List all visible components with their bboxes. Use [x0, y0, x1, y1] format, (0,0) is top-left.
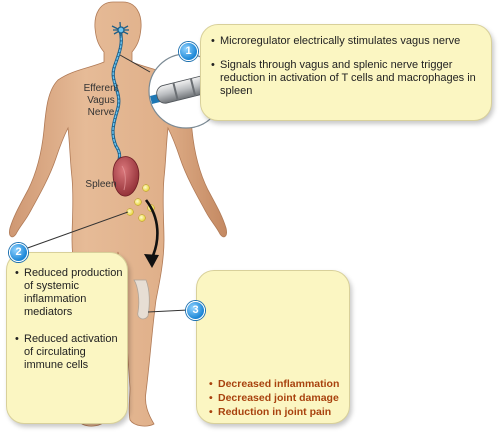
leader-lines [21, 54, 189, 313]
callout-step-3: Decreased inflammation Decreased joint d… [196, 270, 350, 424]
callout-list: Reduced production of systemic inflammat… [15, 267, 123, 386]
efferent-vagus-nerve [111, 21, 129, 162]
callout-bullet: Reduced production of systemic inflammat… [15, 267, 123, 319]
callout-bullet: Decreased inflammation [209, 377, 345, 391]
arrow-icon [144, 199, 159, 268]
knee-icon [133, 279, 150, 320]
callout-bullet: Reduced activation of circulating immune… [15, 333, 123, 372]
step-badge-2: 2 [9, 243, 28, 262]
brainstem-nerve-tangle-icon [111, 21, 129, 37]
callout-bullet: Decreased joint damage [209, 391, 345, 405]
callout-bullet: Microregulator electrically stimulates v… [211, 35, 483, 48]
spleen-label: Spleen [85, 179, 117, 190]
callout-step-1: Microregulator electrically stimulates v… [200, 24, 492, 121]
callout-list: Microregulator electrically stimulates v… [211, 35, 483, 109]
step-badge-1: 1 [179, 42, 198, 61]
efferent-vagus-nerve-label: Efferent Vagus Nerve [70, 83, 132, 119]
callout-list: Decreased inflammation Decreased joint d… [209, 377, 345, 419]
step-badge-3: 3 [186, 301, 205, 320]
callout-bullet: Signals through vagus and splenic nerve … [211, 59, 483, 98]
label-line: Vagus [87, 95, 115, 106]
callout-step-2: Reduced production of systemic inflammat… [6, 252, 128, 424]
label-line: Efferent [83, 83, 119, 94]
callout-bullet: Reduction in joint pain [209, 405, 345, 419]
label-line: Nerve [87, 107, 115, 118]
spleen-icon [112, 156, 140, 197]
